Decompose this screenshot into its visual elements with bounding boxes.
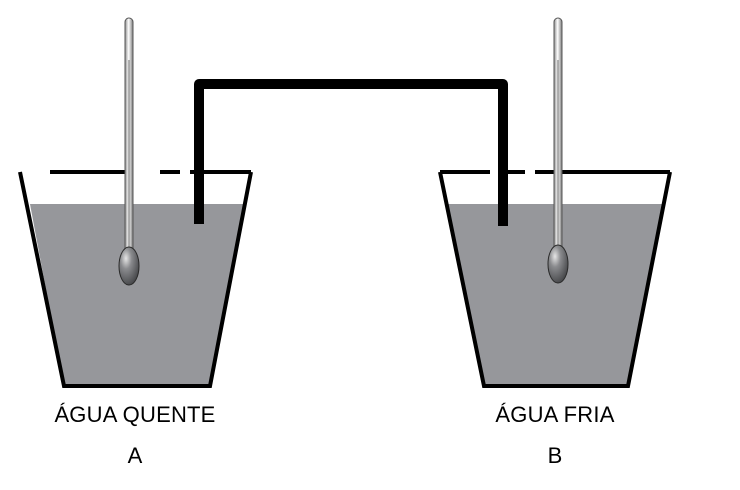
thermometer-b xyxy=(547,17,569,284)
thermometer-a-bulb xyxy=(118,246,140,286)
label-beaker-a: A xyxy=(127,443,143,468)
label-hot-water: ÁGUA QUENTE xyxy=(54,402,216,427)
beaker-a-outline xyxy=(18,171,253,388)
beaker-b-outline xyxy=(438,171,672,388)
thermometer-a xyxy=(118,17,140,286)
label-beaker-b: B xyxy=(547,443,563,468)
metal-bar xyxy=(194,79,508,226)
label-cold-water: ÁGUA FRIA xyxy=(495,402,615,427)
beaker-b xyxy=(438,170,672,388)
beaker-a xyxy=(18,170,253,388)
water-b xyxy=(447,204,664,386)
thermometer-b-bulb xyxy=(547,244,569,284)
water-a xyxy=(30,204,245,386)
